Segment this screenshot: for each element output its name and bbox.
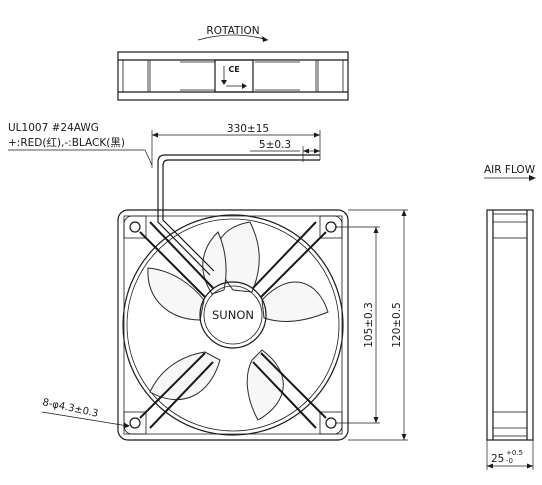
frame-spokes bbox=[139, 221, 327, 429]
mount-hole-callout: 8-φ4.3±0.3 bbox=[41, 397, 130, 429]
wire-type-label: UL1007 #24AWG bbox=[8, 122, 99, 134]
lead-length-label: 330±15 bbox=[227, 123, 269, 135]
rotation-arrow-icon bbox=[197, 34, 269, 41]
mount-hole-bottom-left bbox=[129, 417, 141, 429]
side-view-frame bbox=[486, 209, 534, 441]
red-wire bbox=[157, 154, 320, 212]
wire-callouts: UL1007 #24AWG +:RED(红),-:BLACK(黑) 330±15… bbox=[8, 122, 321, 212]
brand-label: SUNON bbox=[212, 308, 254, 322]
mount-hole-top-right bbox=[325, 221, 337, 233]
venturi-ring bbox=[122, 214, 344, 436]
mount-hole-bottom-right bbox=[325, 417, 337, 429]
thickness-tolerance-upper: +0.5 bbox=[506, 449, 523, 457]
wire-routing-black bbox=[162, 212, 215, 272]
wire-routing-red bbox=[157, 212, 211, 276]
strip-length-label: 5±0.3 bbox=[259, 139, 291, 151]
mounting-holes bbox=[123, 215, 343, 435]
rotation-arrowhead-icon bbox=[262, 36, 268, 42]
hole-pitch-label: 105±0.3 bbox=[363, 302, 375, 348]
thickness-label: 25 bbox=[491, 453, 504, 465]
fan-hub bbox=[199, 281, 267, 349]
top-view-frame bbox=[117, 51, 349, 101]
vertical-dimensions: 105±0.3 120±0.5 bbox=[335, 209, 408, 441]
label-area bbox=[214, 59, 254, 93]
ce-mark: CE bbox=[228, 65, 239, 74]
rotation-label: ROTATION bbox=[206, 25, 259, 37]
air-flow-label: AIR FLOW bbox=[484, 164, 536, 176]
side-view: AIR FLOW 25 +0.5 -0 bbox=[484, 164, 536, 470]
black-wire bbox=[162, 159, 320, 212]
top-view: ROTATION CE bbox=[117, 25, 349, 101]
mount-hole-top-left bbox=[129, 221, 141, 233]
fan-frame bbox=[117, 209, 349, 441]
thickness-tolerance-lower: -0 bbox=[506, 457, 513, 465]
front-view: SUNON bbox=[117, 209, 349, 441]
wire-colors-label: +:RED(红),-:BLACK(黑) bbox=[8, 136, 125, 149]
frame-size-label: 120±0.5 bbox=[391, 302, 403, 348]
